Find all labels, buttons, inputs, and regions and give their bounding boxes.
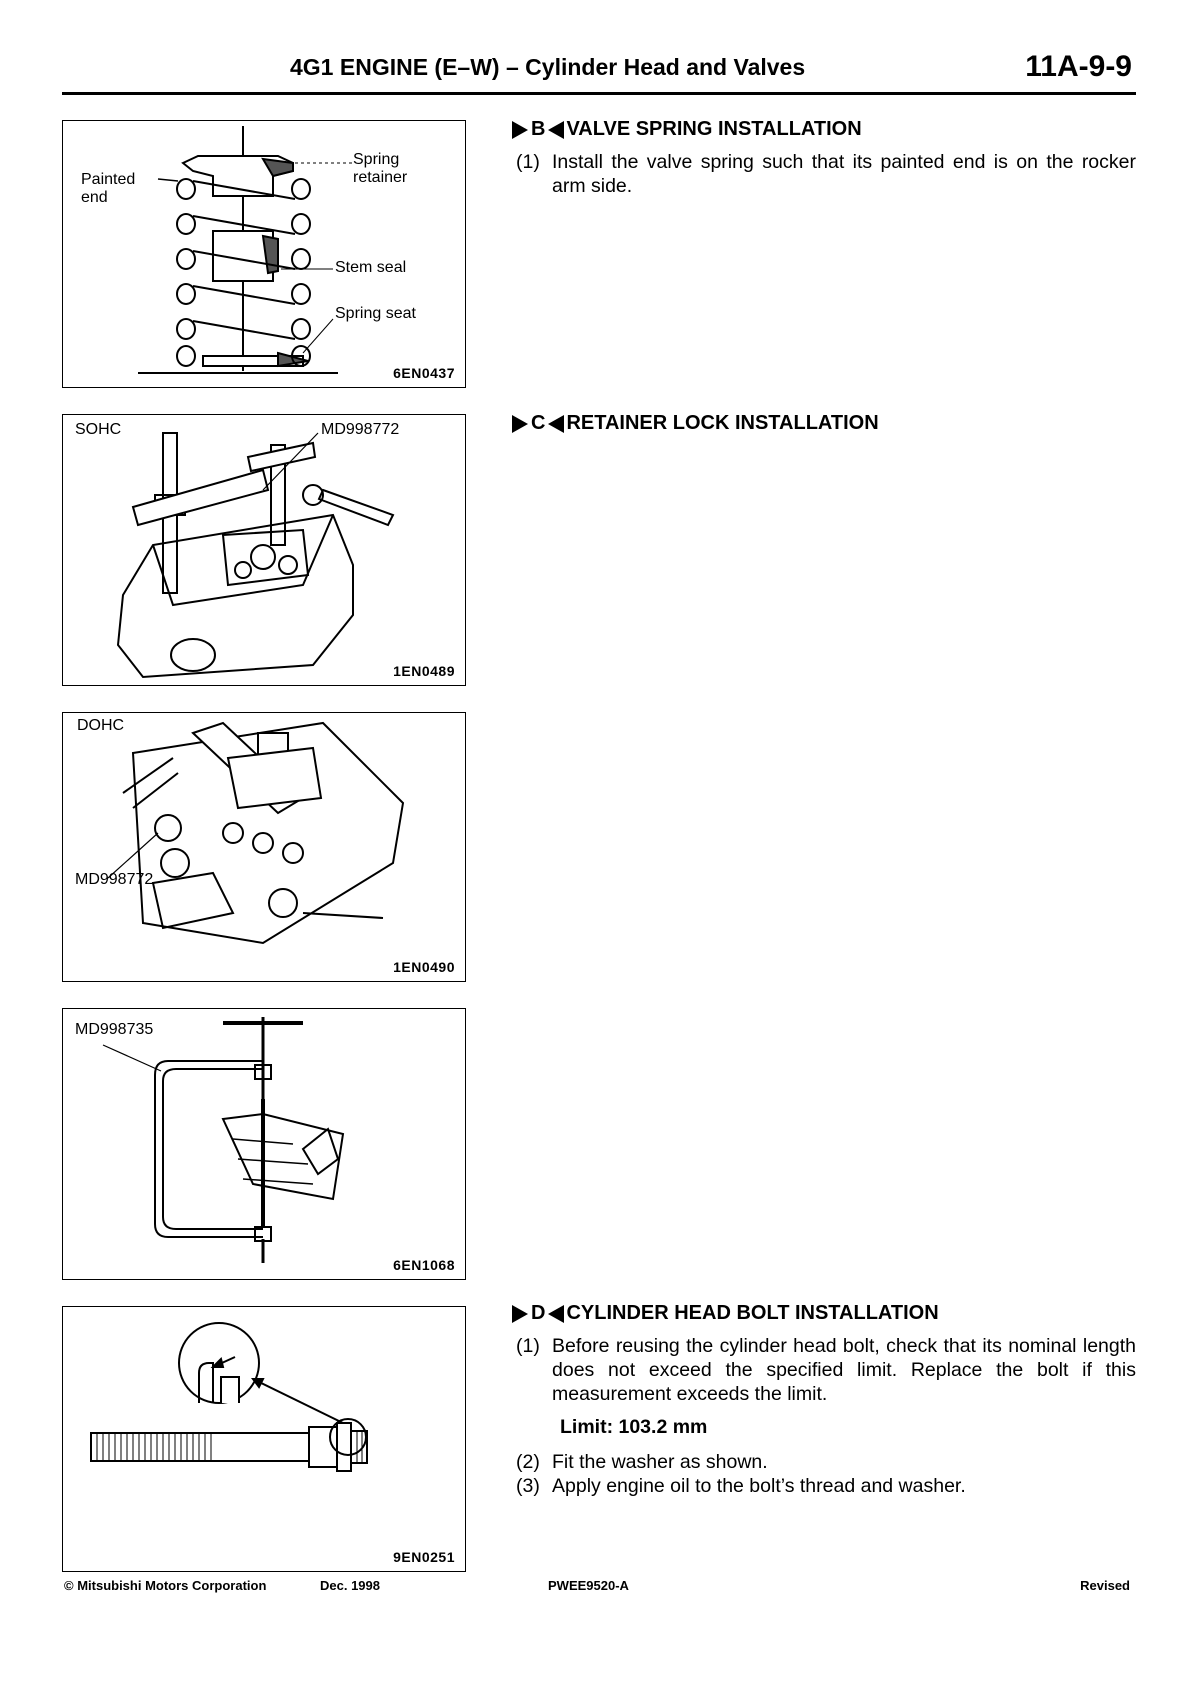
label-sohc: SOHC: [75, 421, 122, 438]
section-letter: B: [531, 118, 546, 140]
figure-md998735-compressor: MD998735 6EN1068: [62, 1008, 466, 1280]
section-letter: D: [531, 1302, 546, 1324]
step-number: (2): [516, 1451, 540, 1473]
dohc-drawing: [107, 721, 405, 945]
figure-code: 9EN0251: [393, 1549, 455, 1565]
section-title: CYLINDER HEAD BOLT INSTALLATION: [566, 1302, 939, 1324]
label-tool-md998772: MD998772: [75, 871, 154, 888]
arrow-right-icon: [512, 1304, 528, 1323]
label-tool-md998772: MD998772: [321, 421, 400, 438]
footer-status: Revised: [1080, 1578, 1130, 1593]
figure-code: 1EN0490: [393, 959, 455, 975]
header-rule: [62, 92, 1136, 95]
step-number: (1): [516, 151, 540, 173]
footer-date: Dec. 1998: [320, 1578, 380, 1593]
section-letter: C: [531, 412, 546, 434]
footer-doc-code: PWEE9520-A: [548, 1578, 629, 1593]
figure-code: 1EN0489: [393, 663, 455, 679]
limit-value: Limit: 103.2 mm: [560, 1416, 708, 1438]
footer-copyright: © Mitsubishi Motors Corporation: [64, 1578, 267, 1593]
arrow-left-icon: [548, 1304, 565, 1323]
label-stem-seal: Stem seal: [335, 259, 407, 276]
step-text: Apply engine oil to the bolt’s thread an…: [552, 1475, 966, 1497]
step-b1: (1) Install the valve spring such that i…: [516, 150, 1136, 198]
figure-valve-spring: Painted end Spring retainer Stem seal Sp…: [62, 120, 466, 388]
arrow-left-icon: [548, 414, 565, 433]
label-dohc: DOHC: [77, 717, 125, 734]
step-text: Before reusing the cylinder head bolt, c…: [552, 1335, 1136, 1405]
sohc-drawing: [116, 432, 395, 679]
step-number: (3): [516, 1475, 540, 1497]
arrow-right-icon: [512, 120, 528, 139]
label-retainer: retainer: [353, 169, 408, 186]
md998735-drawing: [102, 1017, 345, 1263]
step-d1: (1) Before reusing the cylinder head bol…: [516, 1334, 1136, 1406]
step-number: (1): [516, 1335, 540, 1357]
arrow-right-icon: [512, 414, 528, 433]
step-d3: (3) Apply engine oil to the bolt’s threa…: [516, 1474, 1136, 1498]
page-number: 11A-9-9: [1025, 50, 1132, 83]
figure-code: 6EN0437: [393, 365, 455, 381]
label-painted: Painted: [81, 171, 136, 188]
section-heading-b: B VALVE SPRING INSTALLATION: [512, 118, 862, 141]
section-heading-c: C RETAINER LOCK INSTALLATION: [512, 412, 879, 435]
section-title: RETAINER LOCK INSTALLATION: [566, 412, 879, 434]
valve-spring-drawing: [138, 126, 353, 374]
section-title: VALVE SPRING INSTALLATION: [566, 118, 862, 140]
label-spring-seat: Spring seat: [335, 305, 416, 322]
label-spring: Spring: [353, 151, 400, 168]
step-text: Fit the washer as shown.: [552, 1451, 768, 1473]
step-text: Install the valve spring such that its p…: [552, 151, 1136, 197]
head-bolt-drawing: [90, 1322, 368, 1472]
figure-code: 6EN1068: [393, 1257, 455, 1273]
section-heading-d: D CYLINDER HEAD BOLT INSTALLATION: [512, 1302, 939, 1325]
step-d2: (2) Fit the washer as shown.: [516, 1450, 1136, 1474]
label-end: end: [81, 189, 108, 206]
page-title: 4G1 ENGINE (E–W) – Cylinder Head and Val…: [290, 54, 806, 80]
figure-sohc-compressor: SOHC MD998772 1EN0489: [62, 414, 466, 686]
figure-dohc-compressor: DOHC MD998772 1EN0490: [62, 712, 466, 982]
arrow-left-icon: [548, 120, 565, 139]
label-tool-md998735: MD998735: [75, 1021, 154, 1038]
figure-head-bolt: 9EN0251: [62, 1306, 466, 1572]
